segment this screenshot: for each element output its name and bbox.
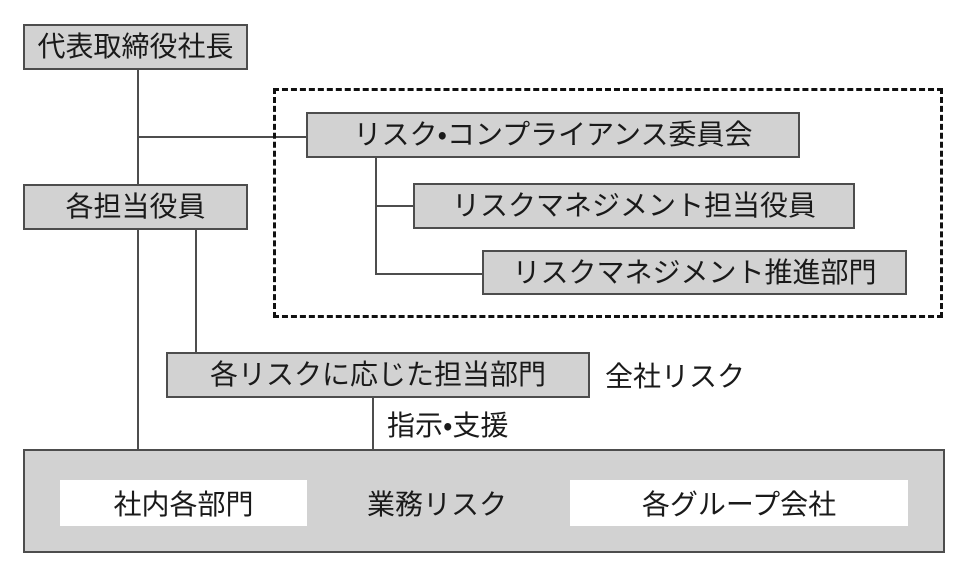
- node-president: 代表取締役社長: [23, 24, 248, 70]
- connector-president-to-officers: [137, 70, 139, 184]
- connector-to-rm-officer: [375, 205, 413, 207]
- connector-risk-dept-to-base: [372, 398, 374, 449]
- node-internal-departments: 社内各部門: [60, 480, 307, 526]
- connector-officers-to-risk-dept: [195, 230, 197, 352]
- connector-to-committee: [137, 136, 306, 138]
- label-company-wide-risk: 全社リスク: [605, 361, 746, 392]
- node-risk-management-officer: リスクマネジメント担当役員: [413, 183, 855, 229]
- node-risk-specific-dept: 各リスクに応じた担当部門: [166, 352, 590, 398]
- connector-committee-down: [375, 158, 377, 274]
- label-instruction-support: 指示・支援: [387, 409, 509, 441]
- node-risk-management-promotion-dept: リスクマネジメント推進部門: [482, 250, 907, 295]
- connector-officers-to-base: [137, 230, 139, 449]
- node-risk-compliance-committee: リスク・コンプライアンス委員会: [306, 112, 800, 158]
- node-group-companies: 各グループ会社: [570, 480, 908, 526]
- dashed-group-frame: [273, 88, 943, 318]
- node-officers-in-charge: 各担当役員: [23, 184, 248, 230]
- label-business-risk: 業務リスク: [367, 489, 508, 520]
- connector-to-rm-dept: [375, 273, 482, 275]
